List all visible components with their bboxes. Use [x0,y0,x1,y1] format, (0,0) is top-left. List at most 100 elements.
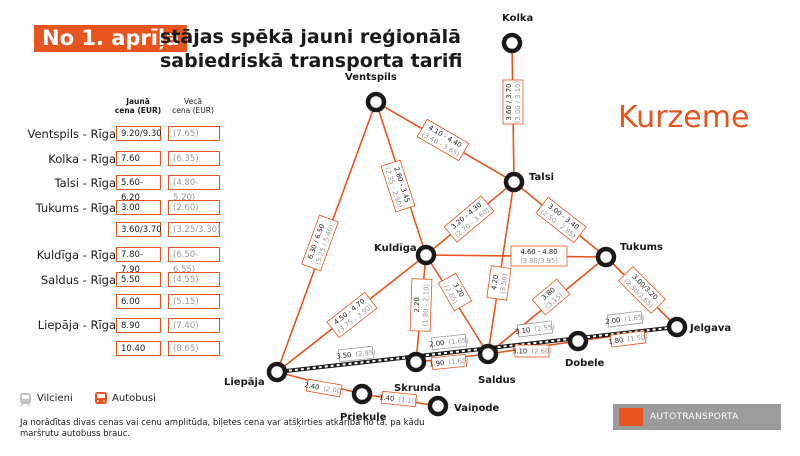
city-label-kolka: Kolka [502,13,533,24]
fare-old: (2.60) [168,200,220,215]
fare-old: (6.50-6.55) [168,247,220,275]
city-node-dobele [567,330,589,352]
route-label: Tukums - Rīga [35,201,116,215]
fare-label-old: (1.80 - 2.10) [421,284,430,327]
svg-text:3.50 (2.95): 3.50 (2.95) [336,348,377,360]
fare-label-talsi-saldus: 4.20 (3.50) [486,265,512,301]
footnote: Ja norādītas divas cenas vai cenu amplit… [20,418,425,439]
fare-label-old: (2.55) [534,323,556,333]
title-badge: No 1. aprīļa [34,25,188,52]
fare-label-new: 3.50 [336,351,352,361]
fare-label-old: (3.50) [499,273,510,295]
fare-label-liepaja-priekule: 2.40 (2.00) [304,378,345,398]
fare-new: 3.00 [116,200,161,215]
region-title: Kurzeme [618,100,750,135]
fare-label-talsi-tukums: 3.00 - 3.40 (2.50 - 2.85) [535,196,587,244]
city-nodes [266,32,688,417]
fare-label-saldus-dobele-bus: 3.10 (2.60) [512,344,552,358]
city-label-talsi: Talsi [529,172,554,183]
fare-label-skrunda-saldus-train: 2.00 (1.65) [429,333,470,351]
fare-new: 10.40 [116,341,161,356]
svg-text:1.80 (1.50): 1.80 (1.50) [608,333,649,346]
city-labels: Kolka Ventspils Talsi Kuldīga Tukums Jel… [224,13,731,423]
column-header-old-line-1: Vecā [184,97,202,106]
city-label-ventspils: Ventspils [345,72,397,83]
svg-text:2.40 (2.00): 2.40 (2.00) [304,381,345,396]
fare-label-priekule-vainode: 1.40 (1.10) [379,390,420,408]
bus-icon [95,392,107,404]
city-node-liepaja [266,361,288,383]
city-label-saldus: Saldus [478,375,516,386]
fare-label-new: 3.10 [515,326,531,336]
fare-old: (7.40) [168,318,220,333]
city-node-kolka [501,32,523,54]
logo: AUTOTRANSPORTA DIREKCIJA [613,404,781,448]
city-label-skrunda: Skrunda [394,383,441,394]
fare-label-new: 3.10 [512,348,527,356]
route-label: Ventspils - Rīga [27,127,116,141]
svg-text:1.40 (1.10): 1.40 (1.10) [379,393,420,405]
fare-old: (4.55) [168,272,220,287]
city-label-tukums: Tukums [620,242,663,253]
fare-label-new: 2.20 [413,297,422,312]
fare-new: 3.60/3.70 [116,222,162,237]
fare-label-tukums-saldus: 3.80 (3.15) [531,278,571,316]
fare-old: (7.65) [168,126,220,141]
fare-labels: 3.60 / 3.70 (3.00 / 3.10) 4.10 - 4.40 (3… [301,79,666,408]
fare-label-new: 1.80 [608,336,624,346]
fare-label-ventspils-liepaja: 6.30 / 6.50 (5.25 / 5.40) [301,214,339,272]
fare-new: 6.00 [116,294,161,309]
legend-train: Vilcieni [37,393,73,404]
route-label: Kolka - Rīga [48,152,116,166]
route-label: Kuldīga - Rīga [36,248,116,262]
fare-label-new: 1.90 [429,359,445,369]
fare-label-old: (3.00 / 3.10) [514,81,522,124]
rail-line [276,325,678,374]
fare-label-talsi-kuldiga: 3.20 - 4.30 (2.70 - 3.60) [443,195,495,243]
fare-old: (8.65) [168,341,220,356]
route-label: Liepāja - Rīga [37,318,116,332]
fare-label-kuldiga-tukums: 4.60 - 4.80 (3.80/3.95) [510,245,568,267]
column-header-old: Vecā cena (EUR) [163,97,223,115]
train-icon [20,393,31,407]
fare-label-ventspils-kuldiga: 2.80 - 3.45 (2.35 - 2.90) [380,159,416,213]
fare-label-kuldiga-saldus: 3.20 (2.65) [437,272,473,312]
svg-text:1.90 (1.65): 1.90 (1.65) [429,356,470,368]
column-header-old-line-2: cena (EUR) [172,106,214,115]
fare-label-skrunda-saldus-bus: 1.90 (1.65) [429,353,470,371]
fare-new: 7.60 [116,151,161,166]
fare-label-new: 2.40 [304,381,320,392]
logo-text: AUTOTRANSPORTA DIREKCIJA [650,412,739,448]
title-line-1: stājas spēkā jauni reģionālā [160,26,461,48]
fare-label-kuldiga-liepaja: 4.50 - 4.70 (3.75 - 3.90) [326,291,378,339]
svg-text:2.00 (1.65): 2.00 (1.65) [429,336,470,348]
fare-label-old: (1.65) [624,313,646,323]
city-label-vainode: Vaiņode [454,403,500,414]
fare-label-old: (1.65) [448,336,470,346]
fare-label-new: 1.40 [379,393,395,403]
svg-text:3.10 (2.55): 3.10 (2.55) [515,323,556,336]
fare-label-new: 2.00 [605,316,621,326]
city-label-liepaja: Liepāja [224,377,265,388]
fare-label-new: 2.00 [429,339,445,349]
fare-label-old: (3.80/3.95) [520,257,558,265]
route-label: Talsi - Rīga [54,176,116,190]
city-node-talsi [503,171,525,193]
fare-old: (6.35) [168,151,220,166]
city-node-saldus [477,343,499,365]
column-header-new-line-1: Jaunā [126,97,150,106]
fare-label-kolka-talsi: 3.60 / 3.70 (3.00 / 3.10) [502,79,524,125]
fare-new: 9.20/9.30 [116,126,162,141]
city-node-ventspils [365,91,387,113]
fare-old: (5.15) [168,294,220,309]
legend-bus: Autobusi [112,393,156,404]
city-label-priekule: Priekule [340,412,387,423]
rail-track-dashes [276,326,678,373]
city-label-kuldiga: Kuldīga [374,243,417,254]
fare-label-liepaja-saldus-train: 3.50 (2.95) [336,345,377,363]
city-label-jelgava: Jelgava [689,323,731,334]
fare-new: 5.50 [116,272,161,287]
fare-old: (4.80-5.20) [168,175,220,203]
fare-label-dobele-jelgava: 1.80 (1.50) [608,330,649,348]
